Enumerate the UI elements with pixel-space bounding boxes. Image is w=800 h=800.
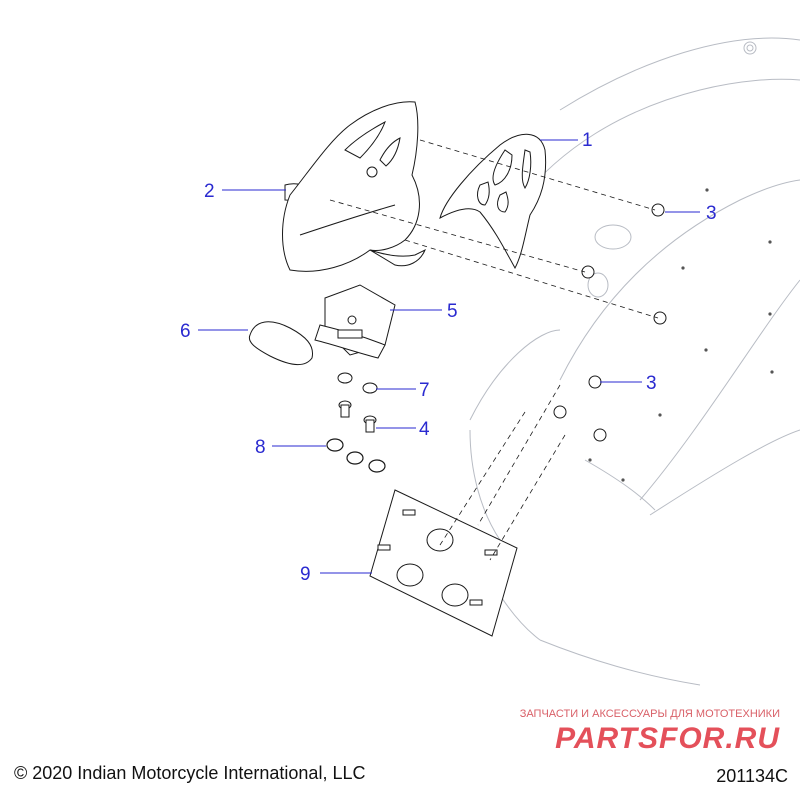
callout-2: 2 xyxy=(204,181,215,202)
part-1-bracket-plate xyxy=(439,133,547,270)
watermark: ЗАПЧАСТИ И АКСЕССУАРЫ ДЛЯ МОТОТЕХНИКИ PA… xyxy=(520,708,780,755)
callout-4: 4 xyxy=(419,419,430,440)
part-5-light-bracket xyxy=(314,284,396,359)
watermark-logo: PARTSFOR.RU xyxy=(555,722,780,755)
part-3-nuts xyxy=(553,203,667,442)
part-6-lens xyxy=(248,321,314,365)
callout-9: 9 xyxy=(300,564,311,585)
callout-7: 7 xyxy=(419,380,430,401)
callout-3-upper: 3 xyxy=(706,203,717,224)
assembly-dashed-lines xyxy=(329,139,659,561)
part-2-tail-housing xyxy=(282,101,426,272)
diagram-id: 201134C xyxy=(716,766,788,786)
callout-3-lower: 3 xyxy=(646,373,657,394)
part-9-license-plate-bracket xyxy=(369,489,518,637)
callout-5: 5 xyxy=(447,301,458,322)
callout-leader-lines xyxy=(198,139,700,574)
part-8-clips xyxy=(326,438,386,473)
callout-8: 8 xyxy=(255,437,266,458)
callout-1: 1 xyxy=(582,130,593,151)
part-4-screws xyxy=(338,400,377,433)
watermark-tagline: ЗАПЧАСТИ И АКСЕССУАРЫ ДЛЯ МОТОТЕХНИКИ xyxy=(520,708,780,720)
callout-6: 6 xyxy=(180,321,191,342)
callout-labels: 1 2 3 3 4 5 6 7 8 9 xyxy=(180,130,717,585)
copyright-notice: © 2020 Indian Motorcycle International, … xyxy=(14,763,366,783)
part-7-washers xyxy=(337,372,378,394)
rear-fender xyxy=(469,37,800,686)
